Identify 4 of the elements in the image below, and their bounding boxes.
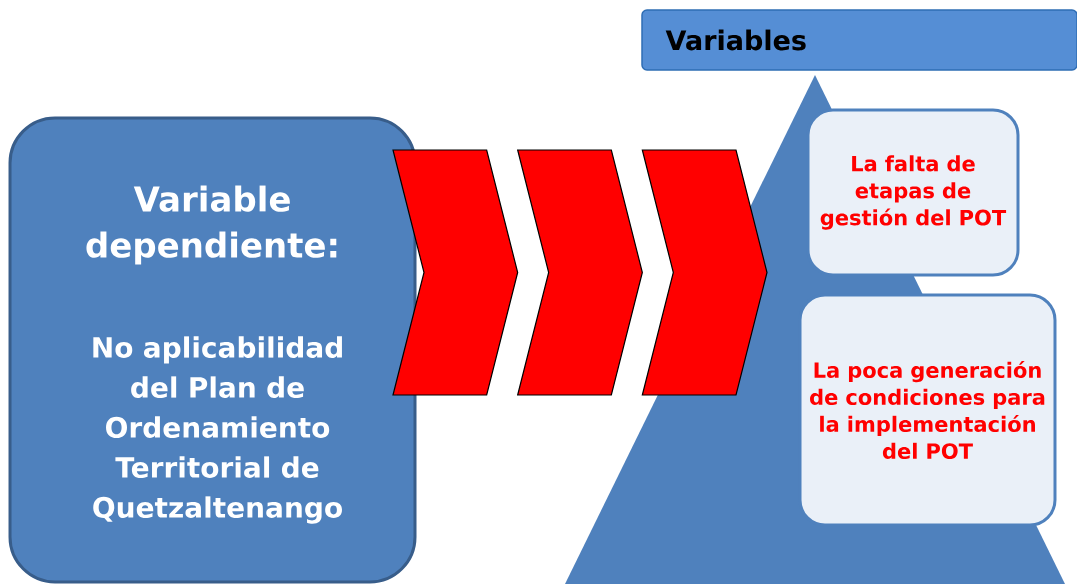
variable-box: La falta de etapas de gestión del POT	[806, 108, 1020, 277]
header-box: Variables	[641, 9, 1077, 71]
variable-box: Variable dependiente: No aplicabilidad del Plan de Ordenamiento Territorial de Quetzaltenango	[8, 116, 417, 584]
chevron-arrow	[392, 149, 768, 396]
